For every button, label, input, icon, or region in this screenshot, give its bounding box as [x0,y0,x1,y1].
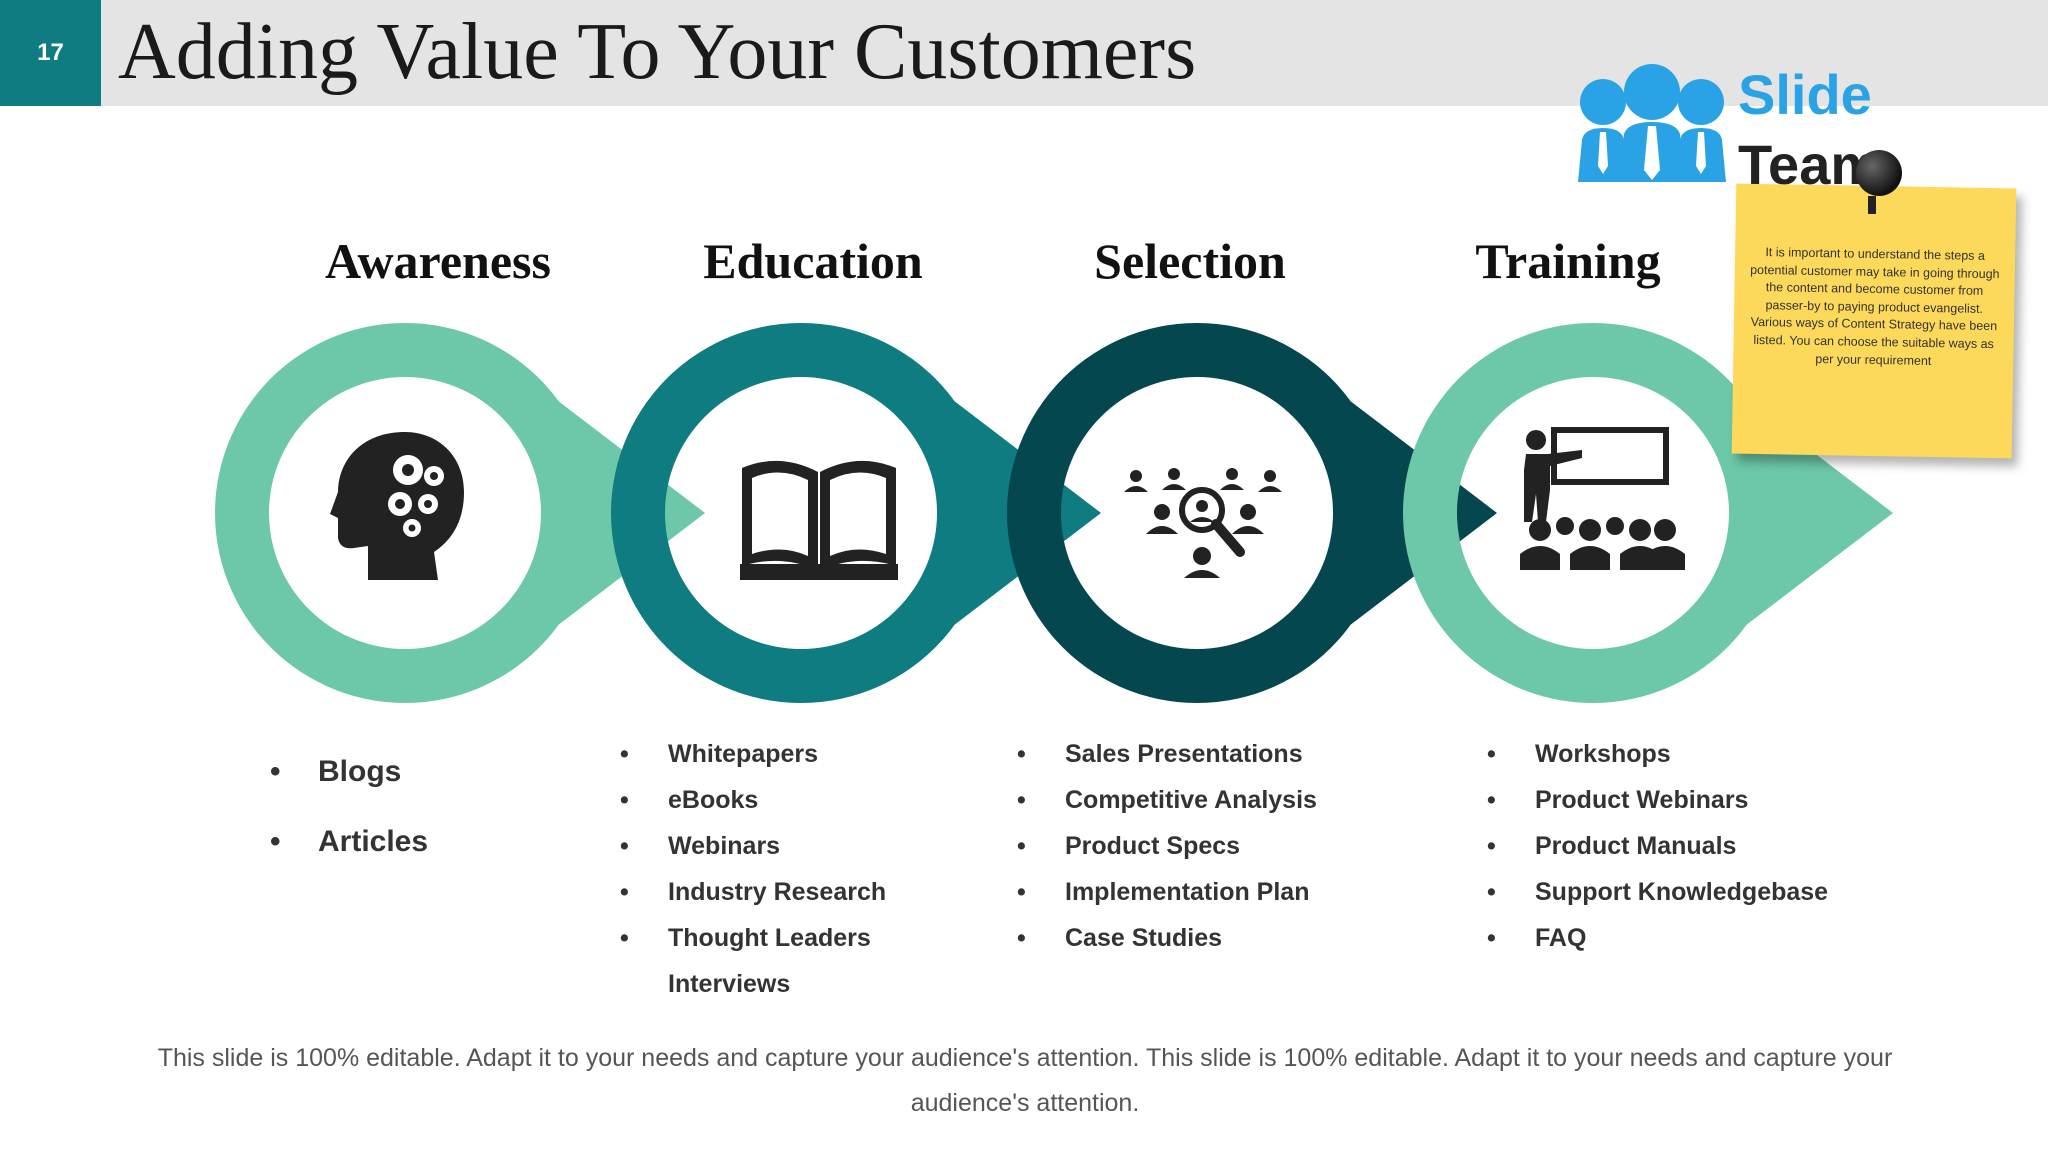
stage-ring-selection [1007,323,1497,704]
stage-list-education: Whitepapers eBooks Webinars Industry Res… [620,731,886,1007]
stage-ring-awareness [215,323,705,704]
list-item: Workshops [1487,731,1828,777]
stage-title-awareness: Awareness [325,233,551,289]
people-search-icon [1124,468,1282,578]
stage-title-selection: Selection [1094,233,1286,289]
stage-list-awareness: Blogs Articles [270,737,428,877]
slideteam-logo-icon [1578,64,1726,182]
list-item: Implementation Plan [1017,869,1317,915]
list-item: FAQ [1487,915,1828,961]
stage-ring-shape [1007,323,1497,704]
logo-text-slide: Slide [1738,63,1872,126]
slide-number: 17 [0,0,101,106]
push-pin-icon [1856,150,1902,196]
list-item: Case Studies [1017,915,1317,961]
list-item: Whitepapers [620,731,886,777]
list-item: Sales Presentations [1017,731,1317,777]
stage-ring-education [611,323,1101,704]
slide-title: Adding Value To Your Customers [118,8,1197,96]
list-item: Industry Research [620,869,886,915]
open-book-icon [740,460,898,580]
list-item-continuation: Interviews [668,970,791,998]
stage-ring-training [1403,323,1893,704]
list-item: Product Specs [1017,823,1317,869]
stage-list-selection: Sales Presentations Competitive Analysis… [1017,731,1317,961]
stage-ring-shape [1403,323,1893,704]
list-item: Blogs [270,737,428,807]
stage-ring-shape [611,323,1101,704]
sticky-note-text: It is important to understand the steps … [1750,245,2000,368]
list-item: Product Webinars [1487,777,1828,823]
stage-title-education: Education [703,233,923,289]
list-item: Product Manuals [1487,823,1828,869]
pin-needle [1868,196,1876,214]
footer-note: This slide is 100% editable. Adapt it to… [157,1044,1893,1117]
brain-gears-icon [330,432,464,580]
list-item: eBooks [620,777,886,823]
list-item: Thought Leaders [620,915,886,961]
stage-title-training: Training [1475,233,1661,289]
sticky-note: It is important to understand the steps … [1731,183,2017,459]
list-item: Webinars [620,823,886,869]
stage-list-training: Workshops Product Webinars Product Manua… [1487,731,1828,961]
stage-ring-shape [215,323,705,704]
list-item: Competitive Analysis [1017,777,1317,823]
list-item: Support Knowledgebase [1487,869,1828,915]
presentation-audience-icon [1520,427,1685,570]
list-item: Articles [270,807,428,877]
